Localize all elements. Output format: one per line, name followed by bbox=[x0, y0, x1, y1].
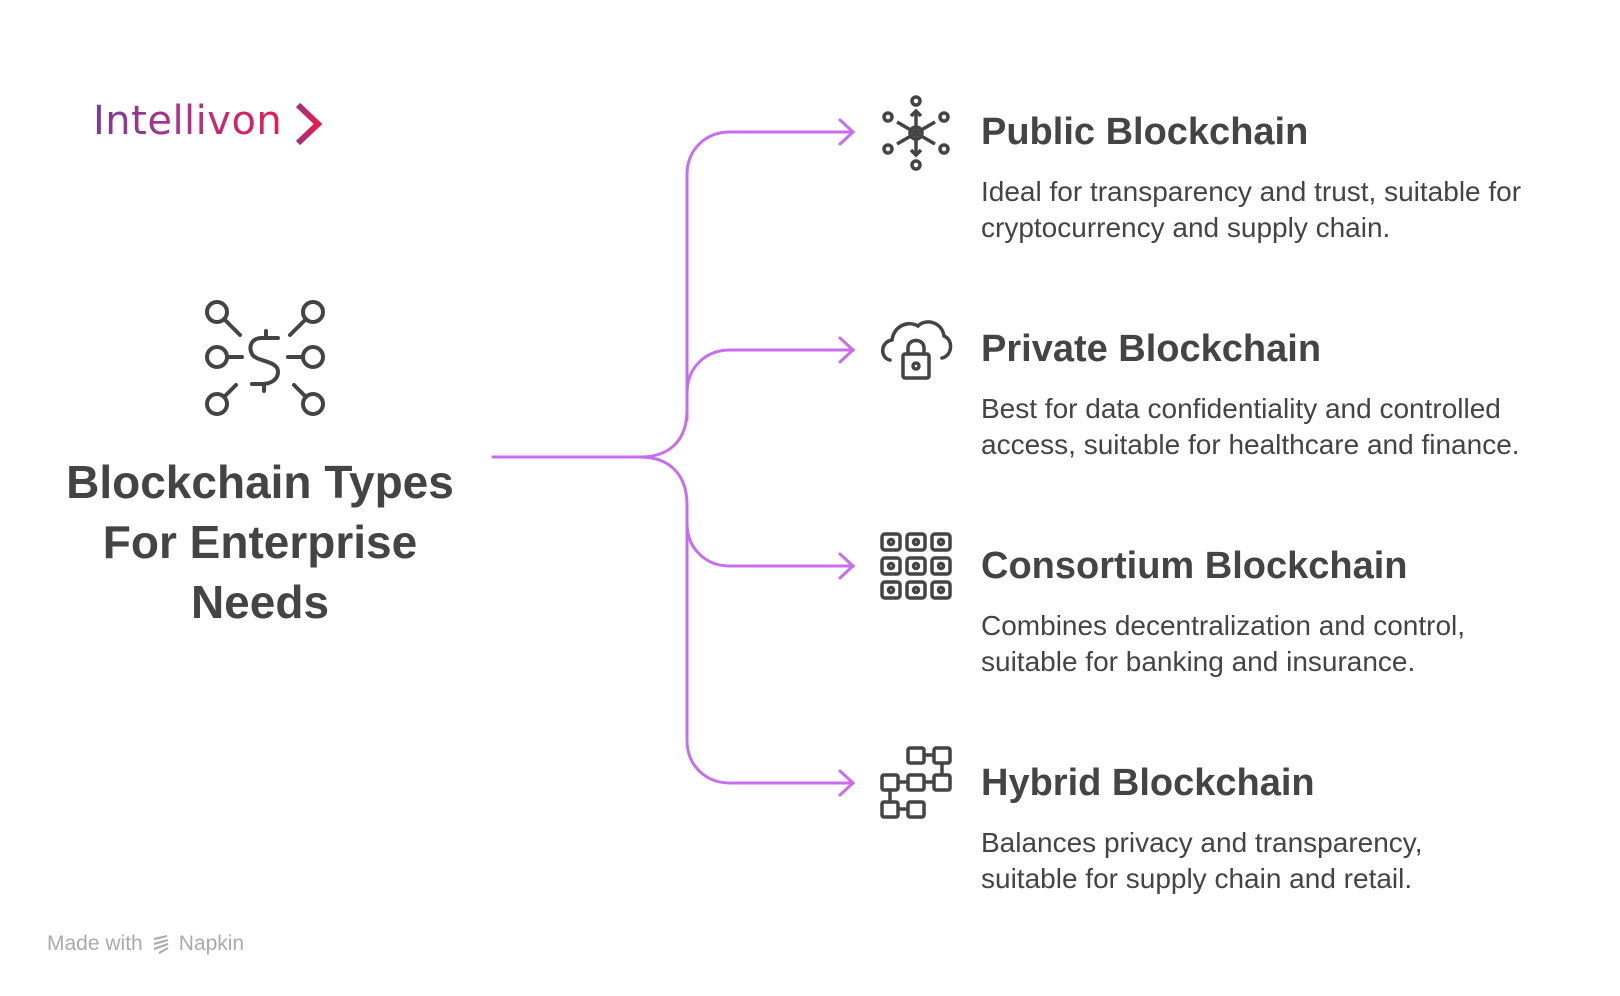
item-public-blockchain: Public Blockchain Ideal for transparency… bbox=[981, 110, 1601, 246]
cloud-lock-icon bbox=[881, 320, 953, 380]
title-line: Needs bbox=[190, 576, 330, 628]
item-hybrid-blockchain: Hybrid Blockchain Balances privacy and t… bbox=[981, 761, 1601, 897]
arrowhead-icon bbox=[838, 769, 856, 797]
dollar-network-icon bbox=[205, 300, 325, 416]
brand-logo: Intellivon bbox=[93, 98, 283, 144]
napkin-brand: Napkin bbox=[178, 932, 245, 955]
linked-blocks-icon bbox=[880, 746, 952, 819]
connector-line bbox=[491, 130, 855, 459]
description-line: access, suitable for healthcare and fina… bbox=[981, 429, 1520, 460]
network-hub-icon bbox=[882, 95, 950, 171]
block-grid-icon bbox=[880, 532, 952, 600]
item-description: Ideal for transparency and trust, suitab… bbox=[981, 174, 1601, 246]
description-line: suitable for banking and insurance. bbox=[981, 646, 1416, 677]
item-description: Best for data confidentiality and contro… bbox=[981, 391, 1601, 463]
item-heading: Hybrid Blockchain bbox=[981, 762, 1315, 804]
title-line: For Enterprise bbox=[102, 516, 418, 568]
title-line: Blockchain Types bbox=[66, 456, 454, 508]
description-line: cryptocurrency and supply chain. bbox=[981, 212, 1391, 243]
logo-chevron-icon bbox=[295, 102, 323, 146]
made-with-label: Made with bbox=[47, 932, 143, 955]
connector-line bbox=[638, 455, 855, 568]
item-heading: Public Blockchain bbox=[981, 111, 1309, 153]
description-line: Balances privacy and transparency, bbox=[981, 827, 1423, 858]
made-with-napkin[interactable]: Made with Napkin bbox=[47, 932, 244, 956]
description-line: Combines decentralization and control, bbox=[981, 610, 1466, 641]
item-heading: Private Blockchain bbox=[981, 328, 1322, 370]
main-title: Blockchain Types For Enterprise Needs bbox=[40, 452, 480, 632]
arrowhead-icon bbox=[838, 552, 856, 580]
item-heading: Consortium Blockchain bbox=[981, 545, 1408, 587]
item-description: Combines decentralization and control, su… bbox=[981, 608, 1601, 680]
item-private-blockchain: Private Blockchain Best for data confide… bbox=[981, 327, 1601, 463]
description-line: suitable for supply chain and retail. bbox=[981, 863, 1413, 894]
arrowhead-icon bbox=[838, 118, 856, 146]
arrowhead-icon bbox=[838, 336, 856, 364]
connector-line bbox=[685, 503, 855, 785]
description-line: Best for data confidentiality and contro… bbox=[981, 393, 1501, 424]
connector-line bbox=[685, 348, 855, 422]
napkin-logo-icon bbox=[153, 935, 169, 954]
description-line: Ideal for transparency and trust, suitab… bbox=[981, 176, 1522, 207]
item-consortium-blockchain: Consortium Blockchain Combines decentral… bbox=[981, 544, 1601, 680]
item-description: Balances privacy and transparency, suitab… bbox=[981, 825, 1601, 897]
